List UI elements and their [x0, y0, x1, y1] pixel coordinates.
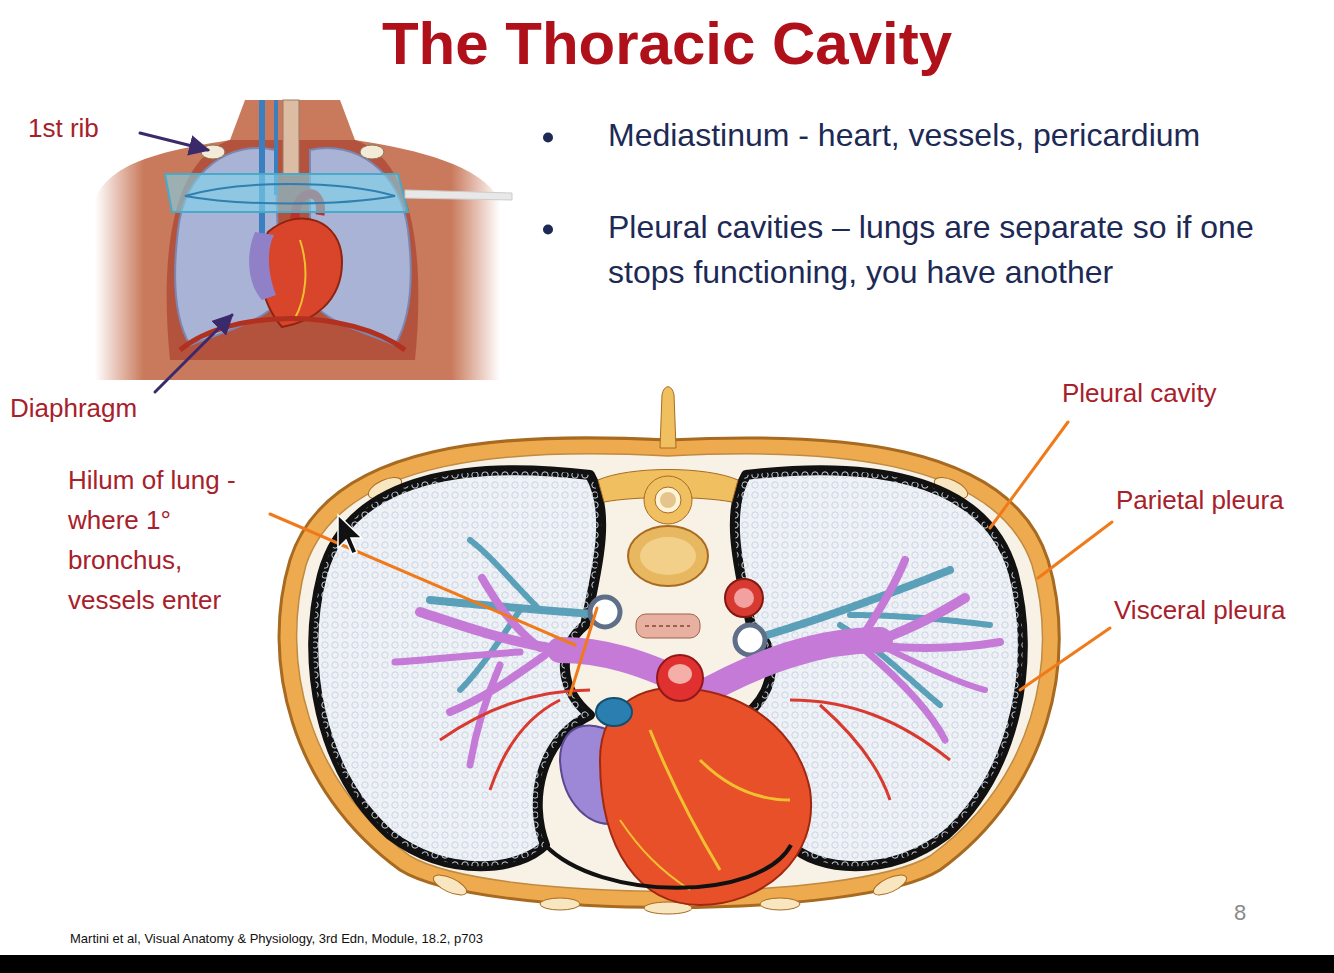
esophagus — [636, 614, 700, 638]
vertebra — [644, 476, 692, 524]
vertebra — [640, 537, 696, 575]
lung-tissue — [313, 470, 601, 866]
bullet-dot — [543, 225, 553, 235]
pulmonary-artery — [395, 652, 520, 662]
pulmonary-artery — [880, 598, 965, 640]
bullet-text: Pleural cavities – lungs are separate so… — [608, 205, 1273, 295]
esophagus — [645, 625, 690, 627]
pulmonary-vein — [790, 700, 950, 760]
heart — [596, 698, 632, 726]
vertebra — [628, 526, 708, 586]
vertebra — [598, 387, 738, 586]
leader-line — [270, 514, 575, 645]
screen-bar — [0, 955, 1334, 973]
part-label: Visceral pleura — [1114, 595, 1286, 626]
leader-line — [155, 315, 232, 392]
torso-illustration — [95, 100, 512, 380]
pulmonary-artery — [860, 560, 905, 640]
pulmonary-artery — [690, 640, 880, 700]
slide-number: 8 — [1234, 900, 1246, 926]
heart — [620, 820, 690, 890]
cross-section-illustration — [279, 387, 1059, 914]
leader-line — [140, 133, 208, 150]
first-rib — [201, 145, 225, 159]
pulmonary-vein — [490, 700, 560, 790]
bronchus — [735, 625, 765, 655]
heart — [600, 688, 811, 905]
atrium — [249, 232, 276, 300]
torso-illustration — [95, 100, 500, 380]
leader-line — [570, 608, 597, 695]
vertebra — [660, 492, 676, 508]
heart — [668, 664, 692, 684]
section-plane — [165, 174, 408, 212]
descending-aorta — [734, 588, 754, 608]
mouse-cursor — [338, 515, 362, 554]
lung — [313, 470, 601, 866]
first-rib — [360, 145, 384, 159]
bullet-text: Mediastinum - heart, vessels, pericardiu… — [608, 113, 1273, 158]
thoracic-wall — [279, 438, 1059, 908]
trachea — [283, 100, 299, 175]
heart — [650, 730, 720, 870]
pulmonary-artery — [482, 578, 540, 648]
rib-section — [540, 898, 580, 910]
vertebra — [660, 387, 676, 448]
descending-aorta — [725, 579, 763, 617]
section-pointer — [405, 190, 512, 200]
rib-section — [871, 871, 910, 899]
pulmonary-vein — [820, 705, 890, 800]
part-label: Diaphragm — [10, 393, 137, 424]
slide-title: The Thoracic Cavity — [0, 8, 1334, 80]
vertebra — [655, 487, 681, 513]
heart — [560, 655, 811, 905]
pulmonary-artery — [880, 645, 985, 690]
heart — [260, 218, 342, 327]
rib-section — [760, 898, 800, 910]
part-label: Parietal pleura — [1116, 485, 1284, 516]
pericardium — [545, 845, 791, 888]
part-label: Pleural cavity — [1062, 378, 1217, 409]
source-caption: Martini et al, Visual Anatomy & Physiolo… — [70, 931, 483, 947]
heart — [700, 760, 790, 800]
leader-line — [990, 422, 1068, 528]
pulmonary-vein — [440, 690, 590, 740]
bullet-dot — [543, 133, 553, 143]
torso-illustration — [295, 240, 305, 318]
leader-line — [1020, 628, 1110, 690]
part-label: Hilum of lung - where 1° bronchus, vesse… — [68, 460, 252, 620]
leader-line — [1038, 522, 1112, 578]
vein — [259, 100, 265, 235]
heart — [657, 655, 703, 701]
section-plane — [185, 184, 395, 204]
part-label: 1st rib — [28, 113, 99, 144]
pulmonary-artery — [865, 650, 945, 740]
rib-section — [431, 871, 470, 899]
